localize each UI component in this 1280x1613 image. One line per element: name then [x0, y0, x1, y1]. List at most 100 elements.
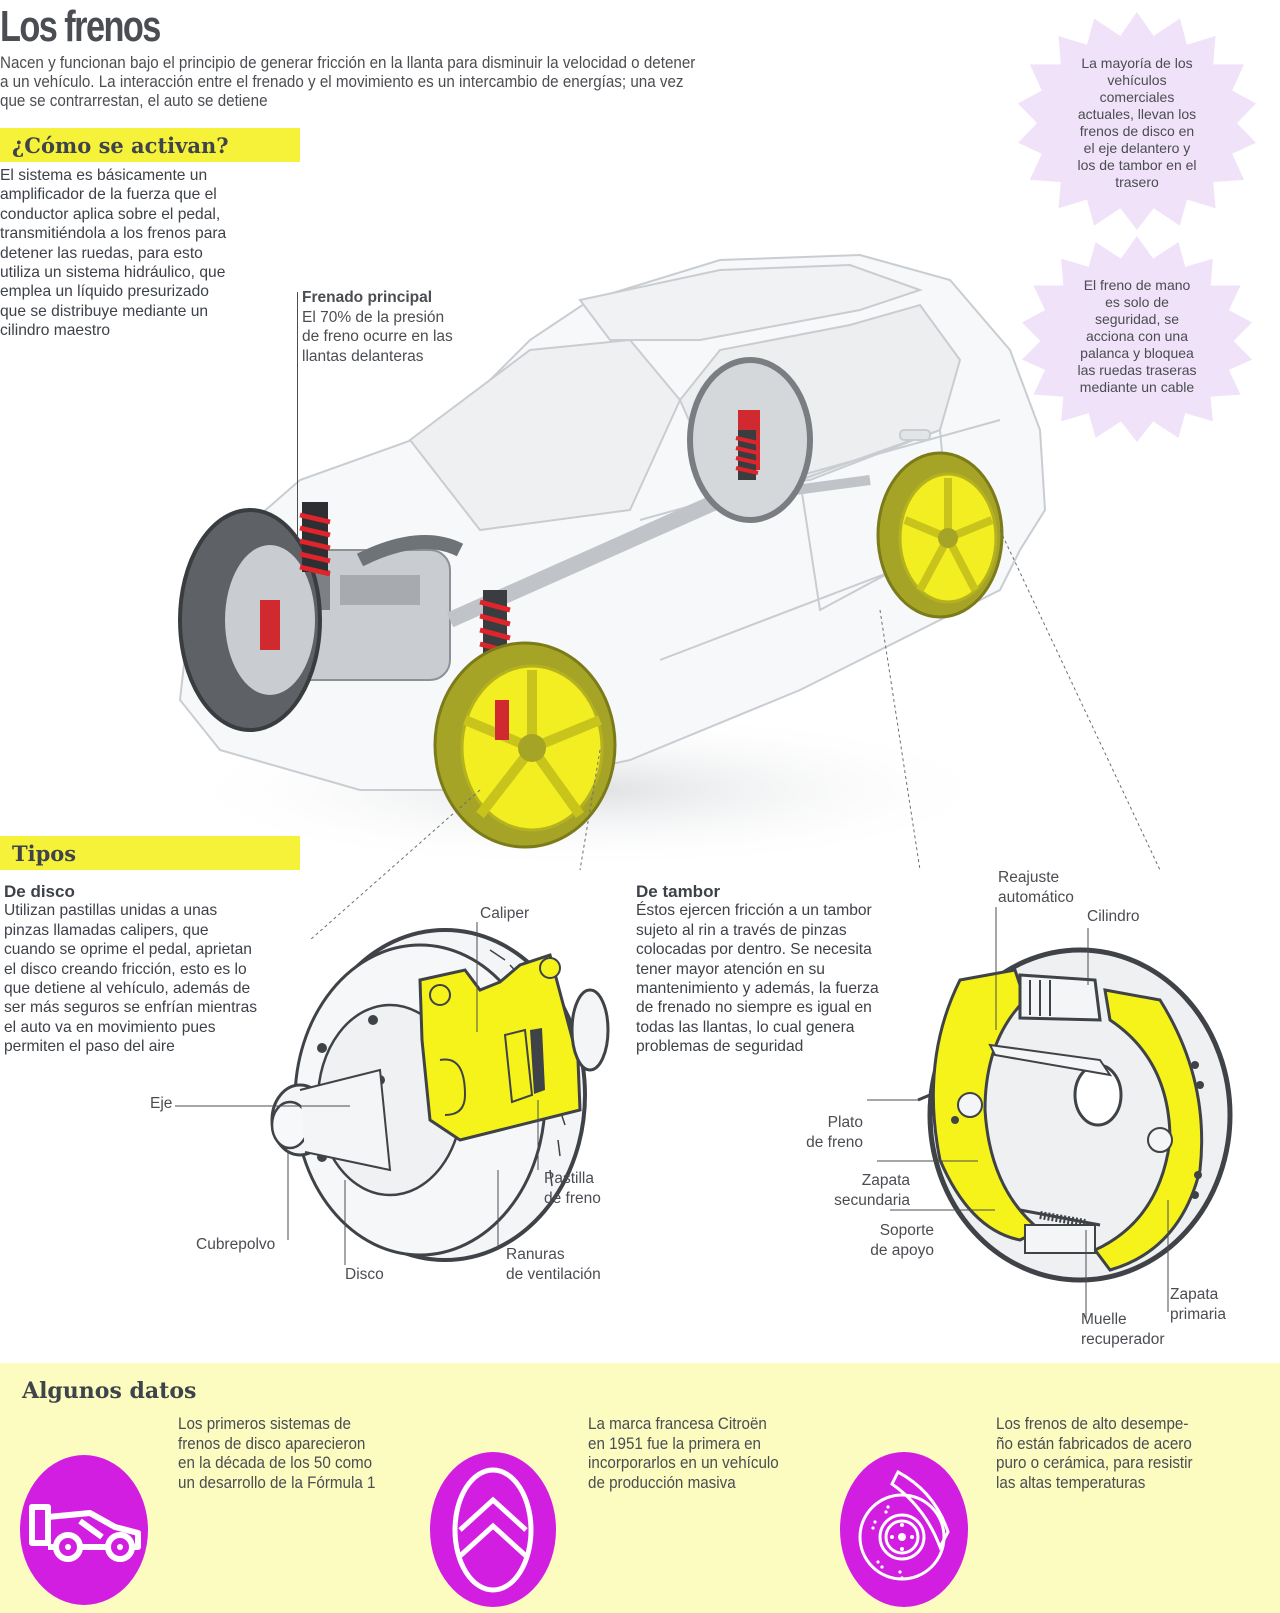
- text-line: El 70% de la presión: [302, 308, 445, 326]
- text-line: Ranuras: [506, 1246, 565, 1263]
- text-line: Zapata: [861, 1172, 910, 1189]
- front-left-wheel: [178, 508, 322, 732]
- label-muelle-recuperador: Muelle recuperador: [1081, 1310, 1165, 1349]
- tipos-heading: Tipos: [12, 841, 77, 866]
- text-line: es solo de: [1105, 294, 1169, 310]
- dust-cover-back: [570, 988, 610, 1072]
- citroen-logo-icon: [452, 1467, 534, 1593]
- label-pastilla-de-freno: Pastilla de freno: [544, 1169, 601, 1208]
- text-line: puro o cerámica, para resistir: [996, 1454, 1193, 1472]
- text-line: problemas de seguridad: [636, 1038, 804, 1056]
- text-line: los de tambor en el: [1077, 157, 1197, 173]
- text-line: Soporte: [879, 1222, 934, 1239]
- de-tambor-text: De tambor Éstos ejercen fricción a un ta…: [636, 882, 926, 1057]
- frenado-principal-heading: Frenado principal: [302, 289, 433, 306]
- text-line: primaria: [1170, 1305, 1226, 1323]
- de-disco-text: De disco Utilizan pastillas unidas a una…: [4, 882, 294, 1057]
- label-disco: Disco: [345, 1266, 384, 1283]
- text-line: Reajuste: [998, 869, 1060, 886]
- label-caliper: Caliper: [480, 905, 530, 922]
- leader-lines: [309, 529, 1161, 941]
- label-cubrepolvo: Cubrepolvo: [196, 1236, 276, 1253]
- text-line: de freno: [544, 1189, 601, 1207]
- fact-3-text: Los frenos de alto desempe- ño están fab…: [996, 1415, 1193, 1493]
- como-se-activan-header-bar: ¿Cómo se activan?: [0, 128, 300, 162]
- hub-hole: [957, 1063, 1173, 1153]
- text-line: ser más seguros se enfrían mientras: [4, 999, 258, 1017]
- intro-paragraph: Nacen y funcionan bajo el principio de g…: [0, 54, 696, 110]
- rear-spring: [735, 430, 759, 480]
- text-line: seguridad, se: [1094, 311, 1180, 327]
- como-se-activan-text: El sistema es básicamente un amplificado…: [0, 166, 300, 341]
- text-line: Utilizan pastillas unidas a unas: [4, 902, 218, 920]
- fact-2-text: La marca francesa Citroën en 1951 fue la…: [588, 1415, 779, 1493]
- rear-right-wheel: [876, 451, 1004, 619]
- text-line: en la década de los 50 como: [178, 1454, 373, 1472]
- text-line: vehículos: [1107, 72, 1167, 88]
- text-line: detener las ruedas, para esto: [0, 244, 203, 262]
- axle-hub: [270, 1068, 392, 1172]
- text-line: Plato: [827, 1114, 863, 1131]
- text-line: sujeto al rin a través de pinzas: [636, 921, 847, 939]
- text-line: conductor aplica sobre el pedal,: [0, 205, 221, 223]
- text-line: palanca y bloquea: [1080, 345, 1194, 361]
- text-line: el disco creando fricción, esto es lo: [4, 960, 247, 978]
- text-line: las altas temperaturas: [996, 1473, 1146, 1492]
- text-line: de apoyo: [870, 1241, 934, 1259]
- text-line: La marca francesa Citroën: [588, 1415, 767, 1433]
- text-line: frenos de disco aparecieron: [178, 1434, 366, 1453]
- page-title: Los frenos: [0, 2, 161, 51]
- label-plato-de-freno: Plato de freno: [790, 1113, 863, 1152]
- label-zapata-primaria: Zapata primaria: [1170, 1285, 1226, 1324]
- text-line: recuperador: [1081, 1330, 1165, 1348]
- wheel-cylinder: [1018, 973, 1102, 1022]
- secondary-shoe: [931, 968, 1043, 1242]
- front-left-spring: [299, 502, 331, 577]
- drum-brake-diagram: [867, 907, 1233, 1320]
- text-line: el eje delantero y: [1083, 140, 1191, 156]
- text-line: Éstos ejercen fricción a un tambor: [636, 902, 872, 920]
- text-line: El sistema es básicamente un: [0, 167, 208, 184]
- algunos-datos-heading: Algunos datos: [22, 1378, 197, 1404]
- caliper: [418, 953, 582, 1142]
- car-illustration: [170, 253, 1161, 941]
- text-line: las ruedas traseras: [1077, 362, 1197, 378]
- text-line: Los primeros sistemas de: [178, 1415, 351, 1433]
- text-line: incorporarlos en un vehículo: [588, 1454, 779, 1472]
- brake-disc-icon: [858, 1469, 950, 1581]
- text-line: de frenado no siempre es igual en: [636, 999, 872, 1017]
- text-line: frenos de disco en: [1079, 123, 1195, 139]
- disc-brake-diagram: [175, 922, 610, 1265]
- text-line: de producción masiva: [588, 1473, 736, 1492]
- text-line: que detiene al vehículo, además de: [4, 980, 251, 998]
- text-line: trasero: [1115, 174, 1159, 190]
- text-line: pinzas llamadas calipers, que: [4, 921, 209, 939]
- text-line: El freno de mano: [1083, 277, 1191, 293]
- text-line: comerciales: [1099, 89, 1175, 105]
- text-line: permiten el paso del aire: [4, 1038, 175, 1056]
- text-line: Los frenos de alto desempe-: [996, 1415, 1189, 1433]
- label-soporte-de-apoyo: Soporte de apoyo: [850, 1221, 934, 1260]
- text-line: Zapata: [1170, 1286, 1219, 1303]
- front-right-wheel: [433, 641, 617, 849]
- text-line: transmitiéndola a los frenos para: [0, 225, 227, 243]
- text-line: acciona con una: [1086, 328, 1188, 344]
- de-tambor-heading: De tambor: [636, 882, 721, 901]
- text-line: La mayoría de los: [1081, 55, 1193, 71]
- fact-1-icon-circle: [20, 1455, 148, 1605]
- fact-1-text: Los primeros sistemas de frenos de disco…: [178, 1415, 375, 1493]
- text-line: mediante un cable: [1079, 379, 1195, 395]
- text-line: mantenimiento y además, la fuerza: [636, 980, 879, 998]
- text-line: utiliza un sistema hidráulico, que: [0, 264, 226, 282]
- label-eje: Eje: [150, 1095, 173, 1112]
- primary-shoe: [1092, 988, 1204, 1272]
- text-line: emplea un líquido presurizado: [0, 283, 209, 301]
- label-reajuste-automatico: Reajuste automático: [998, 868, 1074, 907]
- como-se-activan-heading: ¿Cómo se activan?: [12, 133, 229, 158]
- text-line: cilindro maestro: [0, 322, 111, 340]
- text-line: ño están fabricados de acero: [996, 1434, 1192, 1453]
- fact-2-icon-circle: [430, 1452, 556, 1607]
- de-disco-heading: De disco: [4, 882, 75, 901]
- frenado-principal-callout: Frenado principal El 70% de la presión d…: [302, 288, 492, 366]
- text-line: un desarrollo de la Fórmula 1: [178, 1473, 376, 1492]
